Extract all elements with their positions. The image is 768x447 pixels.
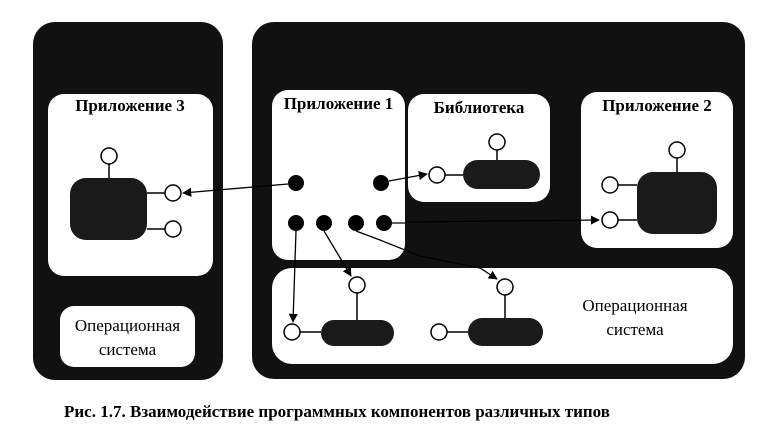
arrow-app1-to-app3 [182, 183, 289, 197]
os-comp1-top-interface [348, 276, 366, 294]
app1-port-3 [288, 215, 304, 231]
arrow-app1-to-os-comp1-left [288, 230, 298, 323]
app3-right-interface-1 [164, 184, 182, 202]
library-left-interface [428, 166, 446, 184]
right-os-title-line2: система [606, 320, 664, 339]
app2-title: Приложение 2 [602, 96, 712, 115]
os-comp1-left-interface [283, 323, 301, 341]
arrow-app1-to-os-comp2-top [355, 230, 498, 280]
app2-component [637, 172, 717, 234]
app2-left-interface-2 [601, 211, 619, 229]
app1-port-6 [376, 215, 392, 231]
app1-port-1 [288, 175, 304, 191]
left-os-title-line1: Операционная [74, 316, 181, 335]
app3-component [70, 178, 147, 240]
right-os-title-line1: Операционная [582, 296, 688, 315]
app1-port-2 [373, 175, 389, 191]
app2-left-interface-1 [601, 176, 619, 194]
os-comp2-top-interface [496, 278, 514, 296]
os-comp2-left-interface [430, 323, 448, 341]
app3-right-interface-2 [164, 220, 182, 238]
arrow-app1-to-library [388, 171, 428, 182]
caption-prefix: Рис. 1.7. [64, 402, 126, 421]
figure-caption: Рис. 1.7. Взаимодействие программных ком… [64, 402, 610, 422]
app1-title: Приложение 1 [283, 94, 394, 113]
arrow-app1-to-app2 [392, 215, 600, 225]
app1-box [272, 90, 405, 260]
app1-port-5 [348, 215, 364, 231]
app3-top-interface [100, 147, 118, 165]
caption-text: Взаимодействие программных компонентов р… [129, 402, 610, 421]
arrow-app1-to-os-comp1-top [323, 230, 352, 277]
os-component-1 [321, 320, 394, 346]
os-component-2 [468, 318, 543, 346]
library-top-interface [488, 133, 506, 151]
left-os-title-line2: система [98, 340, 157, 359]
app3-title: Приложение 3 [75, 96, 185, 115]
left-os-box [60, 306, 195, 367]
library-component [463, 160, 540, 189]
app2-top-interface [668, 141, 686, 159]
library-title: Библиотека [433, 98, 525, 117]
app1-port-4 [316, 215, 332, 231]
